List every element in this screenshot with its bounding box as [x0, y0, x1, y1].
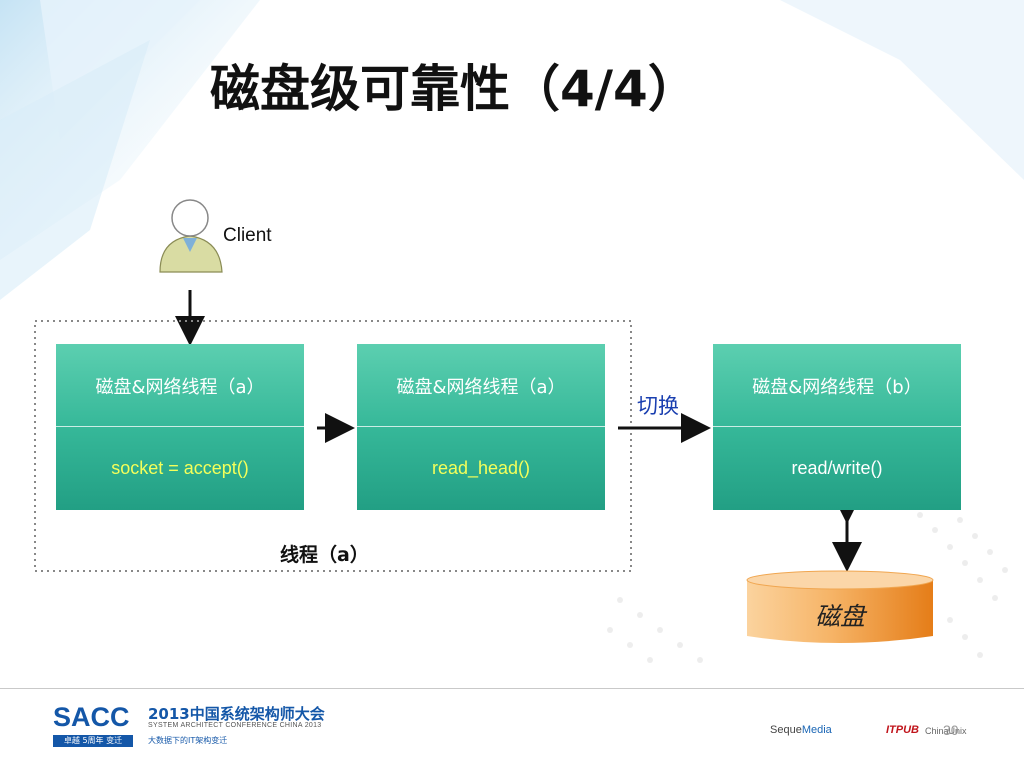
- slide-footer: SACC 卓越 5周年 变迁 2013中国系统架构师大会 SYSTEM ARCH…: [0, 688, 1024, 768]
- box-body: socket = accept(): [111, 458, 249, 478]
- box-body: read/write(): [791, 458, 883, 478]
- sacc-logo-tag: 卓越 5周年 变迁: [53, 735, 133, 747]
- conference-subtitle: SYSTEM ARCHITECT CONFERENCE CHINA 2013: [148, 722, 322, 729]
- footer-divider: [0, 688, 1024, 689]
- sponsor-itpub: ITPUB: [886, 724, 919, 736]
- page-number: 30: [943, 722, 959, 738]
- sacc-logo: SACC: [53, 702, 130, 732]
- disk-cylinder: [746, 570, 934, 643]
- thread-a-group-label: 线程（a）: [280, 544, 369, 566]
- box-header: 磁盘&网络线程（a）: [95, 376, 265, 398]
- switch-label: 切换: [637, 394, 679, 418]
- sponsor-media-text: Media: [801, 724, 832, 736]
- disk-label: 磁盘: [814, 602, 865, 631]
- thread-a-group-border: [34, 320, 632, 572]
- thread-box-a-accept: 磁盘&网络线程（a） socket = accept(): [56, 344, 304, 510]
- sponsor-sequemedia: SequeMedia: [770, 724, 832, 736]
- box-divider: [357, 426, 605, 427]
- client-person-icon: [159, 199, 223, 273]
- sponsor-seque-text: Seque: [770, 724, 802, 736]
- box-divider: [56, 426, 304, 427]
- box-header: 磁盘&网络线程（b）: [752, 376, 922, 398]
- conference-title: 2013中国系统架构师大会: [148, 705, 325, 723]
- thread-box-b-read-write: 磁盘&网络线程（b） read/write(): [713, 344, 961, 510]
- box-divider: [713, 426, 961, 427]
- thread-box-a-read-head: 磁盘&网络线程（a） read_head(): [357, 344, 605, 510]
- sponsor-chinaunix: ChinaUnix: [925, 726, 967, 736]
- box-body: read_head(): [431, 458, 531, 478]
- slide-title: 磁盘级可靠性（4/4）: [210, 60, 698, 118]
- client-label: Client: [223, 225, 272, 246]
- box-header: 磁盘&网络线程（a）: [396, 376, 566, 398]
- conference-slogan: 大数据下的IT架构变迁: [148, 736, 228, 745]
